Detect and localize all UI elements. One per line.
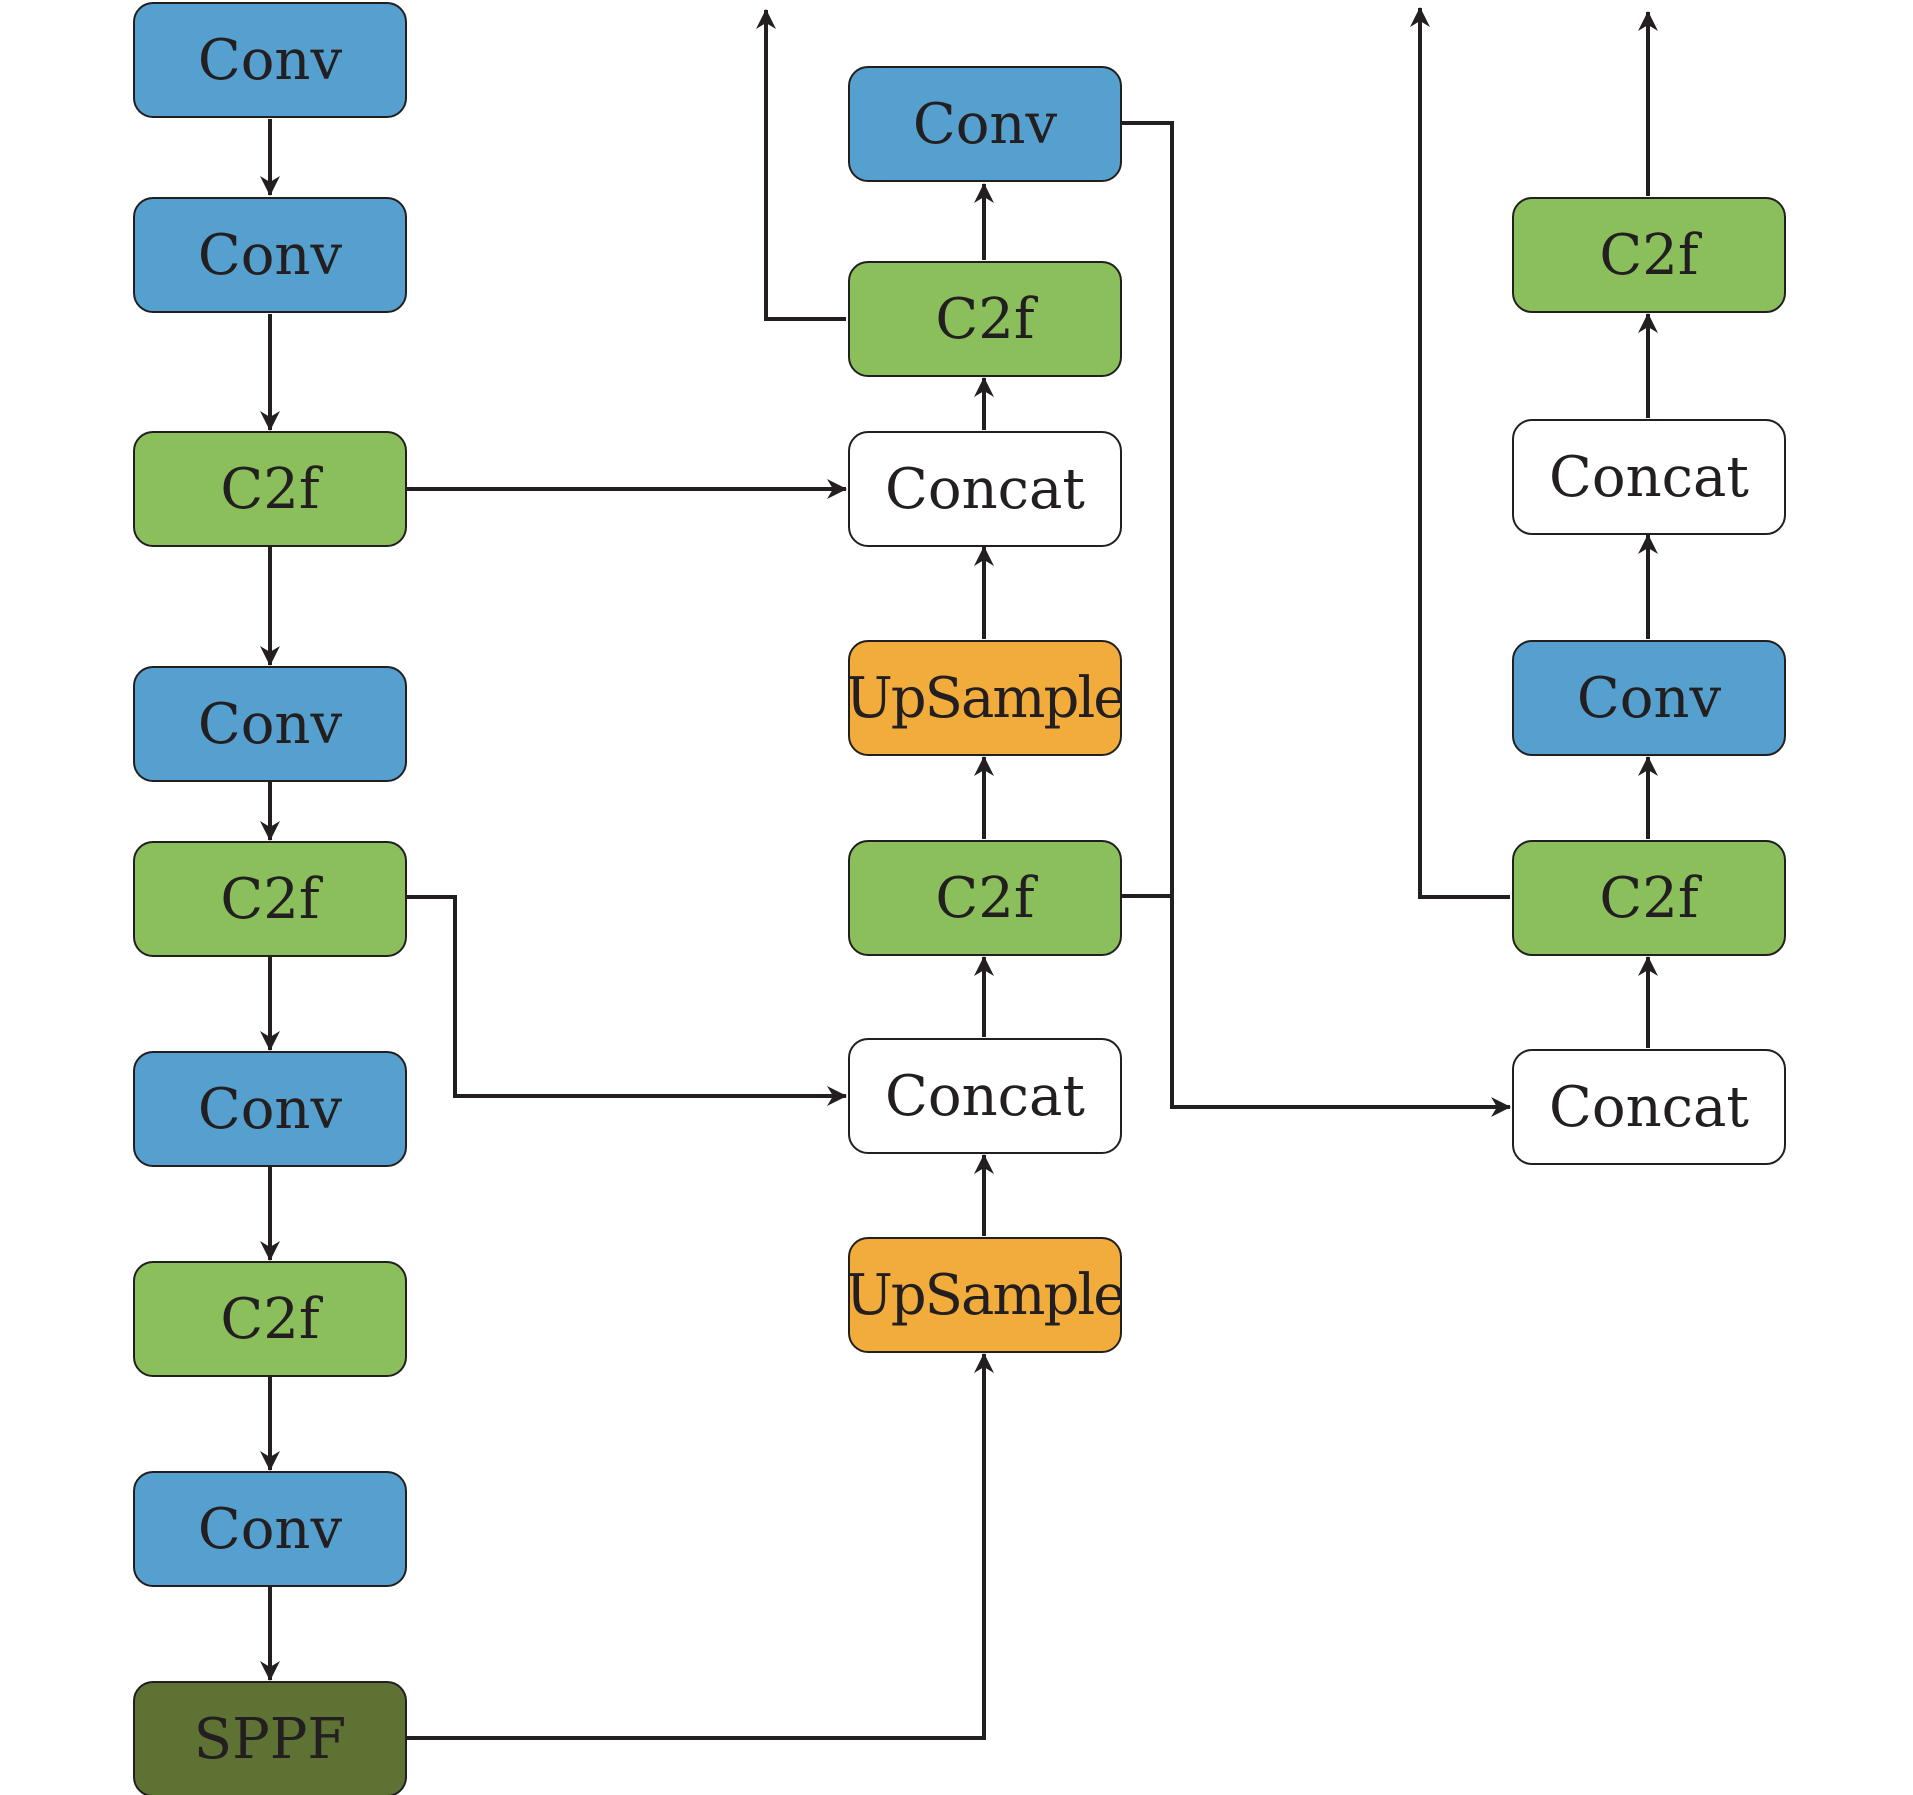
block-label: Concat [1549, 1074, 1749, 1140]
head-concat-block-upper: Concat [1512, 419, 1786, 535]
backbone-sppf-block: SPPF [133, 1681, 407, 1795]
block-label: Concat [885, 1063, 1085, 1129]
line-neck-conv-top-lateral [1122, 121, 1174, 896]
neck-c2f-block-mid: C2f [848, 840, 1122, 956]
neck-conv-block-top: Conv [848, 66, 1122, 182]
head-c2f-block-top: C2f [1512, 197, 1786, 313]
block-label: C2f [935, 865, 1035, 931]
head-conv-block: Conv [1512, 640, 1786, 756]
neck-upsample-block-upper: UpSample [848, 640, 1122, 756]
block-label: C2f [1599, 865, 1699, 931]
backbone-conv-block-1: Conv [133, 2, 407, 118]
block-label: Conv [197, 27, 343, 93]
block-label: C2f [935, 286, 1035, 352]
backbone-c2f-block-1: C2f [133, 431, 407, 547]
block-label: Conv [197, 691, 343, 757]
backbone-c2f-block-3: C2f [133, 1261, 407, 1377]
block-label: Conv [197, 1496, 343, 1562]
block-label: C2f [1599, 222, 1699, 288]
head-concat-block-lower: Concat [1512, 1049, 1786, 1165]
neck-upsample-block-lower: UpSample [848, 1237, 1122, 1353]
block-label: Conv [912, 91, 1058, 157]
arrow-head-c2f-mid-output [1410, 7, 1510, 899]
arrow-c2f2-to-neck-concat-lower [407, 895, 847, 1106]
block-label: SPPF [193, 1706, 347, 1772]
backbone-conv-block-2: Conv [133, 197, 407, 313]
head-c2f-block-mid: C2f [1512, 840, 1786, 956]
backbone-c2f-block-2: C2f [133, 841, 407, 957]
arrow-neck-c2f-top-output [756, 9, 846, 321]
block-label: C2f [220, 866, 320, 932]
arrow-neck-c2f-mid-to-head-concat-lower [1122, 894, 1511, 1117]
block-label: Conv [197, 222, 343, 288]
block-label: C2f [220, 1286, 320, 1352]
neck-concat-block-lower: Concat [848, 1038, 1122, 1154]
block-label: Conv [1576, 665, 1722, 731]
backbone-conv-block-5: Conv [133, 1471, 407, 1587]
block-label: UpSample [848, 1262, 1122, 1328]
backbone-conv-block-4: Conv [133, 1051, 407, 1167]
block-label: Concat [885, 456, 1085, 522]
block-label: Conv [197, 1076, 343, 1142]
neck-c2f-block-top: C2f [848, 261, 1122, 377]
arrow-sppf-to-neck-upsample-lower [407, 1353, 994, 1740]
backbone-conv-block-3: Conv [133, 666, 407, 782]
neck-concat-block-upper: Concat [848, 431, 1122, 547]
block-label: Concat [1549, 444, 1749, 510]
block-label: C2f [220, 456, 320, 522]
block-label: UpSample [848, 665, 1122, 731]
